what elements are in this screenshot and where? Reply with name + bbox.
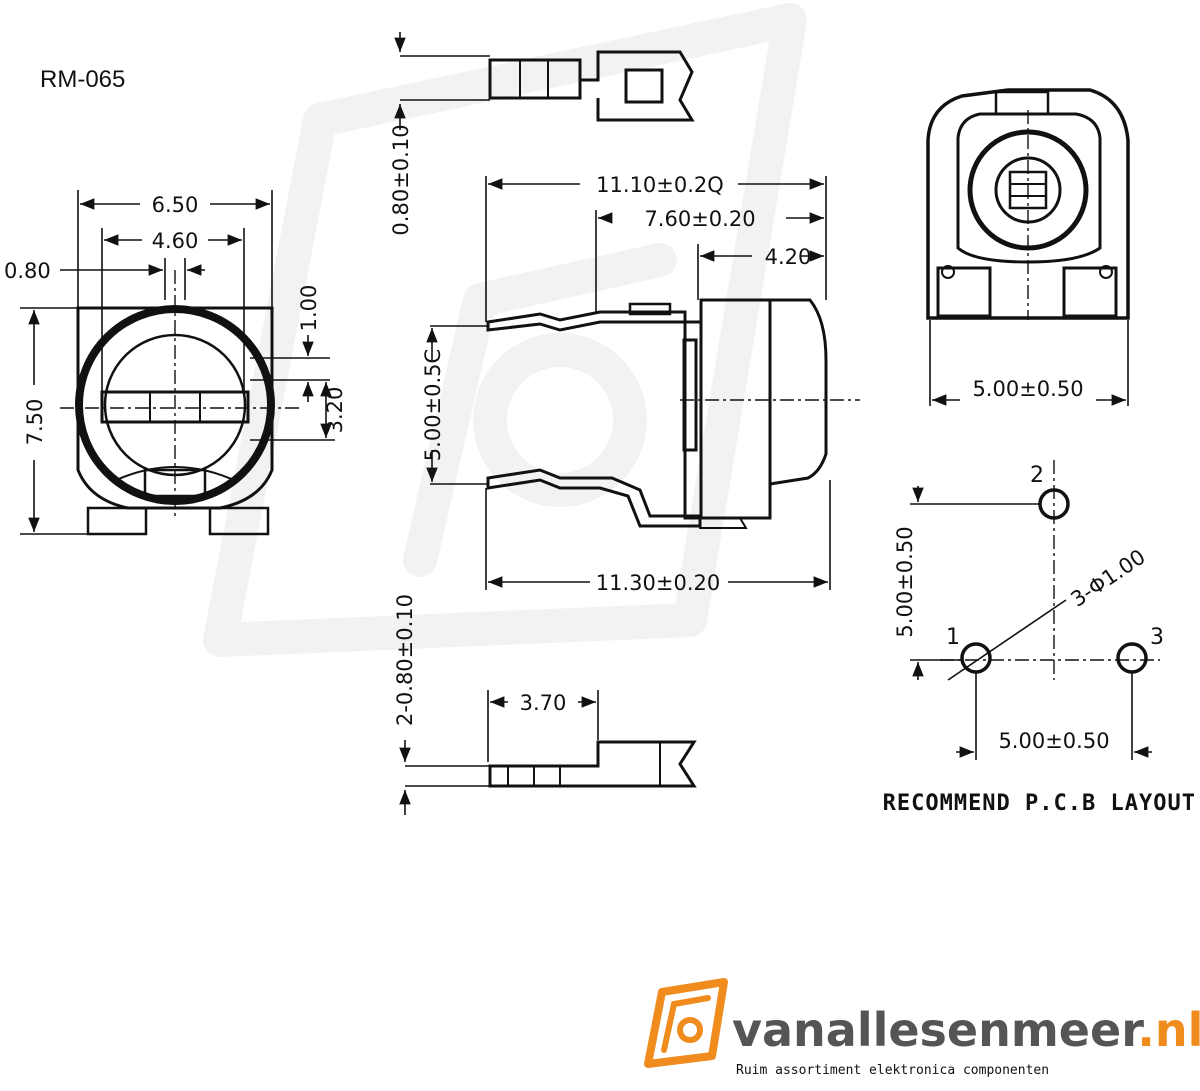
pcb-layout: 2 1 3 3-Φ1.00 5.00±0.50 5.00±0.50 RECOMM…	[883, 460, 1196, 816]
front-view: 6.50 4.60 0.80 7.50 1.00 3.20	[4, 190, 347, 536]
pin-label-1: 1	[946, 625, 960, 650]
dim-pcb-width: 5.00±0.50	[998, 729, 1109, 753]
dim-side-cap: 4.20	[765, 245, 812, 269]
top-pin-detail: 0.80±0.10	[389, 32, 695, 236]
brand-name-prefix: vanallesenmeer	[732, 1003, 1144, 1057]
dim-front-center: 3.20	[323, 387, 347, 434]
bottom-pin-detail: 2-0.80±0.10 3.70	[393, 594, 697, 815]
dim-pin-thickness-2: 2-0.80±0.10	[393, 594, 417, 726]
side-view: 11.10±0.2Q 7.60±0.20 4.20 5.00±0.5C 11.3…	[421, 173, 860, 595]
dim-front-width: 6.50	[152, 193, 199, 217]
dim-front-slot: 1.00	[297, 285, 321, 332]
brand-logo: vanallesenmeer.nl Ruim assortiment elekt…	[644, 978, 1200, 1078]
brand-name-suffix: .nl	[1137, 1003, 1200, 1057]
dim-side-width-bottom: 11.30±0.20	[596, 571, 720, 595]
background-watermark	[203, 3, 807, 657]
pcb-layout-caption: RECOMMEND P.C.B LAYOUT	[883, 791, 1196, 816]
dim-front-height: 7.50	[23, 399, 47, 446]
dim-front-inner: 4.60	[152, 229, 199, 253]
dim-side-height: 5.00±0.5C	[421, 349, 445, 461]
drawing-title: RM-065	[40, 66, 125, 93]
back-view: 5.00±0.50	[926, 88, 1130, 406]
dim-pcb-holes: 3-Φ1.00	[1066, 545, 1149, 612]
brand-tagline: Ruim assortiment elektronica componenten	[736, 1063, 1049, 1078]
brand-name: vanallesenmeer.nl	[732, 1003, 1200, 1057]
dim-pcb-height: 5.00±0.50	[893, 526, 917, 637]
pcb-hole-3	[1116, 642, 1148, 674]
dim-side-width-mid: 7.60±0.20	[644, 207, 755, 231]
dim-back-width: 5.00±0.50	[972, 377, 1083, 401]
pin-label-3: 3	[1150, 625, 1164, 650]
dim-pin-offset: 3.70	[520, 691, 567, 715]
dim-front-small: 0.80	[4, 259, 51, 283]
dim-pin-thickness: 0.80±0.10	[389, 124, 413, 235]
pin-label-2: 2	[1030, 463, 1044, 488]
brand-logo-mark	[644, 978, 728, 1068]
dim-side-width-top: 11.10±0.2Q	[596, 173, 724, 197]
